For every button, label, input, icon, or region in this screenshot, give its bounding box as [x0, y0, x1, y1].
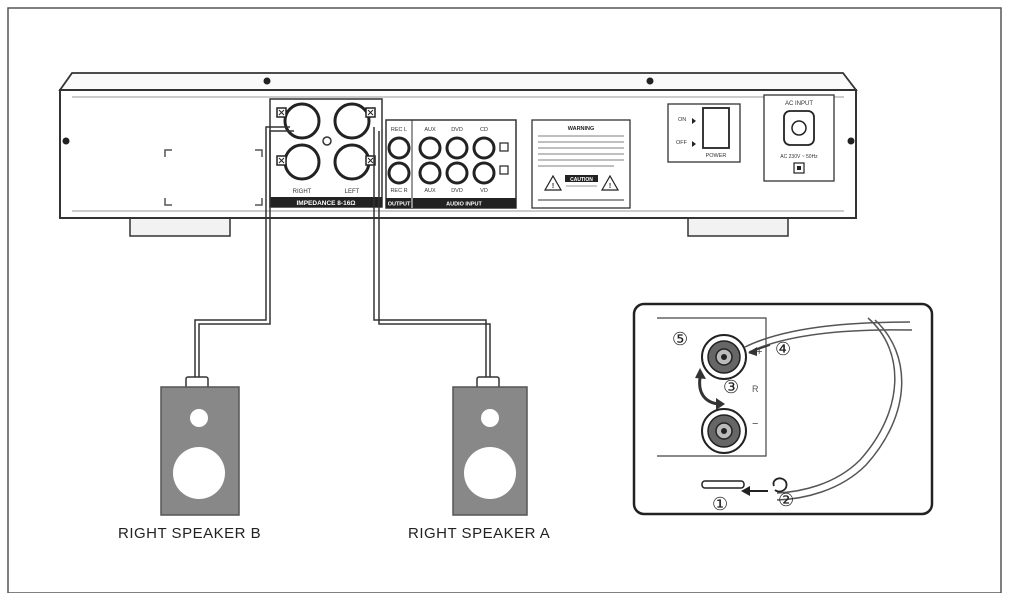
rca-jack	[445, 136, 469, 160]
screw-icon	[847, 137, 855, 145]
screw-icon	[646, 77, 654, 85]
step-3-marker: ③	[723, 377, 739, 397]
ac-rating-label: AC 230V ~ 50Hz	[780, 154, 818, 160]
warning-label: WARNING ! ! CAUTION	[531, 119, 631, 209]
woofer	[464, 447, 516, 499]
warning-title: WARNING	[568, 126, 595, 132]
audio-input-block: REC L REC R AUX DVD CD AUX DVD VD	[385, 119, 517, 209]
plus-mark: +	[756, 346, 762, 358]
svg-text:!: !	[552, 183, 554, 190]
amplifier-rear-panel: RIGHT LEFT IMPEDANCE 8-16Ω REC L REC R A…	[58, 72, 858, 237]
twisted-wire-end	[772, 477, 788, 493]
step-5-marker: ⑤	[672, 329, 688, 349]
cd-top-label: CD	[480, 127, 488, 133]
terminal-left-plus	[333, 102, 371, 140]
rca-jack	[387, 161, 411, 185]
binding-post-plus	[701, 334, 747, 380]
step-1-marker: ①	[712, 494, 728, 514]
svg-text:!: !	[609, 183, 611, 190]
vent-corner-marks	[164, 149, 263, 206]
terminal-right-plus	[283, 102, 321, 140]
minus-mark: −	[752, 418, 758, 430]
rca-jack	[445, 161, 469, 185]
dvd-top-label: DVD	[451, 127, 463, 133]
step-4-marker: ④	[775, 339, 791, 359]
binding-post-minus	[701, 408, 747, 454]
vd-bottom-label: VD	[480, 188, 488, 194]
caution-label: CAUTION	[570, 177, 593, 183]
power-label: POWER	[706, 153, 727, 159]
audio-input-label: AUDIO INPUT	[446, 202, 482, 208]
terminal-connection-inset: + − R ⑤ ③ ④ ① ②	[632, 302, 934, 516]
rec-r-label: REC R	[390, 188, 407, 194]
ac-input-label: AC INPUT	[785, 101, 813, 107]
woofer	[173, 447, 225, 499]
power-rocker-switch	[702, 107, 730, 149]
ac-input-panel: AC INPUT AC 230V ~ 50Hz	[763, 94, 835, 182]
power-switch-panel: ON OFF POWER	[667, 103, 741, 163]
amplifier-right-foot	[687, 217, 789, 237]
aux-bottom-label: AUX	[424, 188, 436, 194]
pull-arrow-icon	[741, 486, 750, 496]
screw-icon	[263, 77, 271, 85]
right-speaker-a-label: RIGHT SPEAKER A	[408, 525, 551, 542]
right-speaker-b-label: RIGHT SPEAKER B	[118, 525, 262, 542]
side-mark: R	[752, 384, 759, 394]
amplifier-top-edge	[58, 72, 858, 91]
rca-jack	[418, 161, 442, 185]
tweeter	[190, 409, 208, 427]
power-off-label: OFF	[676, 140, 688, 146]
speaker-terminal-block: RIGHT LEFT IMPEDANCE 8-16Ω	[269, 98, 383, 208]
terminal-right-minus	[283, 143, 321, 181]
rotate-arrow-icon	[698, 377, 719, 406]
stripped-insulation	[701, 480, 745, 489]
right-speaker-b	[160, 376, 240, 516]
aux-top-label: AUX	[424, 127, 436, 133]
output-label: OUTPUT	[388, 202, 411, 208]
rca-jack	[472, 136, 496, 160]
terminal-left-minus	[333, 143, 371, 181]
rca-jack	[387, 136, 411, 160]
insert-arrow-icon	[748, 347, 757, 356]
rec-l-label: REC L	[391, 127, 407, 133]
terminal-label-left: LEFT	[345, 189, 360, 195]
right-speaker-a	[452, 376, 528, 516]
amplifier-left-foot	[129, 217, 231, 237]
terminal-label-right: RIGHT	[293, 189, 312, 195]
dvd-bottom-label: DVD	[451, 188, 463, 194]
tweeter	[481, 409, 499, 427]
rca-jack	[472, 161, 496, 185]
step-2-marker: ②	[778, 490, 794, 510]
impedance-label: IMPEDANCE 8-16Ω	[296, 200, 355, 207]
speaker-wires	[194, 126, 491, 377]
screw-icon	[62, 137, 70, 145]
power-on-label: ON	[678, 117, 686, 123]
rca-jack	[418, 136, 442, 160]
